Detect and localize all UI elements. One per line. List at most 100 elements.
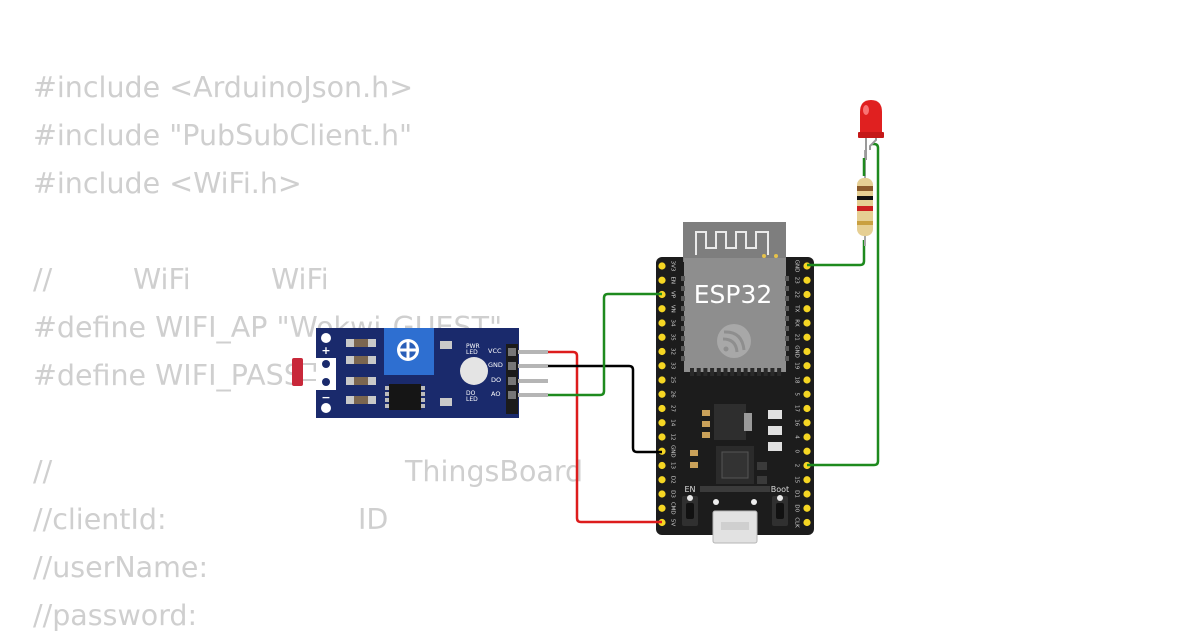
esp32-pin[interactable]: [658, 461, 666, 470]
esp32-left-pin-header[interactable]: [658, 262, 666, 527]
esp32-pin[interactable]: [803, 276, 811, 284]
esp32-pin-label: 3V3: [670, 261, 676, 272]
esp32-pin-label: 27: [670, 405, 676, 412]
en-button-label: EN: [684, 485, 695, 494]
wire-ao-analog[interactable]: [548, 292, 662, 397]
photoresistor-sensor-module[interactable]: + − PWR LED DO LED: [292, 328, 548, 418]
boot-button[interactable]: [772, 495, 788, 526]
esp32-pin-label: D3: [670, 490, 676, 498]
wire-gpio2-led[interactable]: [807, 142, 880, 467]
esp32-pin-label: 25: [670, 377, 676, 384]
esp32-pin[interactable]: [803, 333, 811, 341]
esp32-pin-label: 16: [794, 419, 800, 426]
esp32-left-pin-labels: 3V3ENVPVN343532332526271412GND13D2D3CMD5…: [670, 261, 676, 527]
pwr-led-label-1: PWR: [466, 343, 480, 350]
esp32-pin[interactable]: [803, 518, 811, 527]
esp32-pin-label: GND: [670, 445, 676, 458]
sensor-pin-vcc: VCC: [488, 347, 502, 355]
esp32-pin[interactable]: [803, 404, 811, 413]
esp32-pin[interactable]: [658, 276, 666, 284]
board-components: [690, 404, 782, 492]
esp32-pin[interactable]: [803, 433, 811, 441]
esp32-pin[interactable]: [658, 390, 666, 398]
esp32-pin[interactable]: [803, 504, 811, 512]
esp32-pin-label: 26: [670, 391, 676, 398]
code-segment: WiFi: [271, 263, 329, 296]
code-line: #include "PubSubClient.h": [33, 119, 413, 152]
esp32-pin-label: 22: [794, 291, 800, 298]
esp32-pin[interactable]: [803, 390, 811, 398]
esp32-pin[interactable]: [658, 476, 666, 484]
code-line: #include <ArduinoJson.h>: [33, 71, 414, 104]
esp32-pin-label: 5V: [670, 519, 676, 526]
pwr-led-label-2: LED: [466, 349, 478, 356]
esp32-pin[interactable]: [658, 433, 666, 441]
esp32-pin-label: D1: [794, 490, 800, 498]
esp32-pin[interactable]: [658, 504, 666, 512]
esp32-pin-label: VP: [670, 291, 676, 299]
wire-gnd-resistor[interactable]: [807, 240, 866, 267]
esp32-pin-label: 15: [794, 476, 800, 483]
code-line: //userName:: [33, 551, 209, 584]
esp32-pin-label: 5: [794, 393, 800, 397]
esp32-pin[interactable]: [658, 333, 666, 341]
esp32-pin[interactable]: [803, 476, 811, 484]
code-segment: //: [33, 263, 53, 296]
sensor-pin-do: DO: [491, 376, 501, 384]
code-segment: //clientId:: [33, 503, 167, 536]
esp32-pin[interactable]: [658, 347, 666, 356]
wire-vcc-5v[interactable]: [548, 350, 662, 524]
esp32-pin[interactable]: [658, 419, 666, 427]
esp32-pin[interactable]: [658, 262, 666, 270]
code-segment: ThingsBoard: [405, 455, 584, 488]
boot-button-label: Boot: [771, 485, 789, 494]
esp32-pin[interactable]: [658, 362, 666, 370]
resistor[interactable]: [857, 150, 873, 246]
micro-usb-port: [712, 499, 758, 544]
esp32-pin[interactable]: [803, 419, 811, 427]
esp32-pin-label: 19: [794, 362, 800, 369]
esp32-pin-label: 34: [670, 320, 676, 327]
code-line: //clientId:ID: [33, 496, 502, 544]
esp32-pin-label: GND: [794, 345, 800, 358]
esp32-pin[interactable]: [658, 305, 666, 313]
esp32-pin-label: CMD: [670, 502, 676, 515]
esp32-pin-label: CLK: [794, 517, 800, 528]
esp32-pin[interactable]: [803, 290, 811, 299]
do-led-label-2: LED: [466, 396, 478, 403]
minus-label: −: [321, 391, 330, 404]
esp32-pin[interactable]: [803, 362, 811, 370]
code-background: #include <ArduinoJson.h> #include "PubSub…: [33, 64, 583, 640]
photoresistor: [292, 358, 303, 386]
esp32-pin[interactable]: [658, 404, 666, 413]
esp32-pin[interactable]: [803, 347, 811, 356]
en-button[interactable]: [682, 495, 698, 526]
esp32-pin[interactable]: [658, 376, 666, 384]
module-castellations: [681, 276, 789, 376]
esp32-pin[interactable]: [803, 447, 811, 455]
esp32-right-pin-header[interactable]: [803, 262, 811, 527]
espressif-logo-icon: [717, 324, 751, 358]
red-led[interactable]: [858, 100, 884, 160]
esp32-pin[interactable]: [803, 319, 811, 327]
esp32-pin[interactable]: [658, 490, 666, 498]
esp32-pin[interactable]: [658, 319, 666, 327]
code-line: //password:: [33, 599, 198, 632]
esp32-pin[interactable]: [803, 376, 811, 384]
esp32-pin-label: 17: [794, 405, 800, 412]
power-led: [460, 357, 488, 385]
esp32-pin-label: 35: [670, 334, 676, 341]
esp32-pin[interactable]: [803, 490, 811, 498]
esp32-pin[interactable]: [803, 305, 811, 313]
esp32-board[interactable]: ESP32 3V3ENVPVN343532332526271412GND13D2…: [656, 222, 814, 544]
plus-label: +: [321, 344, 330, 357]
wire-gnd[interactable]: [548, 364, 662, 454]
esp32-label: ESP32: [694, 280, 773, 309]
ldr-socket: [316, 358, 336, 390]
esp32-pin-label: 23: [794, 277, 800, 284]
sensor-smd-components: [346, 339, 452, 406]
potentiometer[interactable]: [384, 328, 434, 375]
esp32-pin-label: 33: [670, 362, 676, 369]
